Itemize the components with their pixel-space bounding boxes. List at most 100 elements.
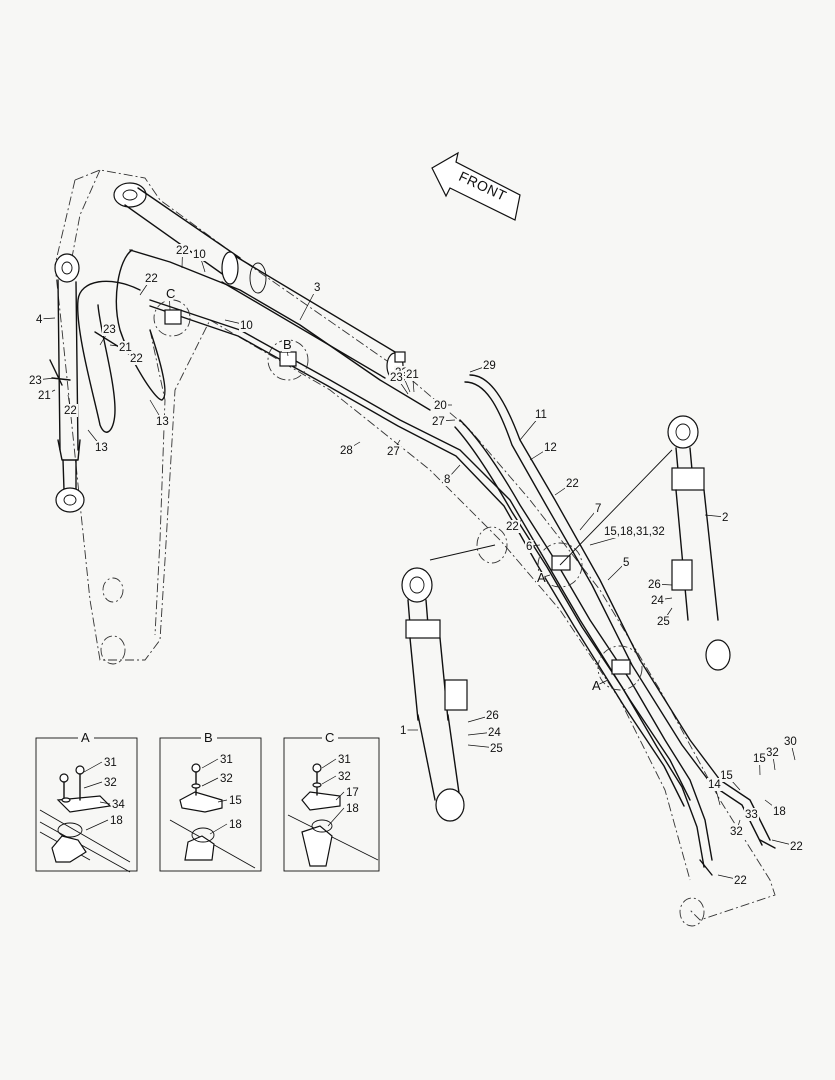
callout-bg [175,244,190,257]
callout-bg [37,389,52,402]
callout-22f: 22 [566,478,579,490]
hose-lines-main [454,374,776,876]
callout-32b: 32 [730,826,743,838]
callout-B: B [283,337,292,352]
callout-bg [656,615,671,628]
callout-C: C [166,286,175,301]
detail-part-label: 18 [110,815,123,827]
detail-leader [209,823,228,835]
callout-bg [594,502,603,515]
callout-7: 7 [595,503,601,515]
detail-part-label: 31 [338,754,351,766]
callout-21a: 21 [119,342,132,354]
callout-15b: 15 [720,770,733,782]
callout-20: 20 [434,400,447,412]
callout-bg [622,556,631,569]
callout-bg [783,735,798,748]
detail-part-label: 31 [104,757,117,769]
detail-part-label: 34 [112,799,125,811]
detail-leader [85,819,109,831]
callout-22i: 22 [734,875,747,887]
detail-leader [327,807,345,827]
callout-bg [63,404,78,417]
callout-28: 28 [340,445,353,457]
callout-bg [144,272,159,285]
callouts: 3413131010222222222222222222212121232323… [28,244,804,887]
callout-bg [772,805,787,818]
callout-bg [94,441,109,454]
detail-b-title: B [204,730,213,745]
bucket-cylinder-1 [401,544,496,822]
detail-leader [217,799,228,803]
detail-part-label: 31 [220,754,233,766]
callout-13b: 13 [156,416,169,428]
hose-lines-10 [129,249,691,807]
callout-3: 3 [314,282,320,294]
callout-bg [487,726,502,739]
callout-22b: 22 [145,273,158,285]
callout-22d: 22 [64,405,77,417]
callout-bg [129,352,144,365]
callout-bg [765,746,780,759]
callout-15a: 15 [753,753,766,765]
callout-bg [192,248,207,261]
detail-a-title: A [81,730,90,745]
callout-bg [239,319,254,332]
arm-cylinder-4 [49,253,85,513]
callout-bg [543,441,558,454]
callout-bg [118,341,133,354]
callout-A2: A [592,678,601,693]
callout-18a: 18 [773,806,786,818]
callout-bg [339,444,354,457]
callout-25a: 25 [657,616,670,628]
callout-4: 4 [36,314,43,326]
callout-bg [729,825,744,838]
callout-22g: 22 [506,521,519,533]
callout-26a: 26 [648,579,661,591]
detail-part-label: 18 [346,803,359,815]
detail-views: A B C 313 [35,730,380,873]
callout-bg [386,445,401,458]
clamp-circles [153,299,643,691]
callout-bg [489,742,504,755]
callout-30: 30 [784,736,797,748]
detail-c-drawing [287,763,379,867]
callout-10a: 10 [193,249,206,261]
detail-leader [321,758,337,769]
detail-c-title: C [325,730,334,745]
callout-21c: 21 [406,369,419,381]
callout-bg [733,874,748,887]
detail-part-label: 32 [338,771,351,783]
callout-bg [28,374,43,387]
callout-15-18-31-32: 15,18,31,32 [604,526,665,538]
callout-10b: 10 [240,320,253,332]
front-arrow: FRONT [431,151,521,221]
callout-bg [534,408,549,421]
callout-23a: 23 [103,324,116,336]
callout-5: 5 [623,557,629,569]
callout-22h: 22 [790,841,803,853]
detail-leader [201,777,219,787]
callout-bg [399,724,408,737]
callout-bg [647,578,662,591]
callout-bg [482,359,497,372]
detail-leader [83,781,103,789]
callout-23b: 23 [29,375,42,387]
callout-2: 2 [722,512,728,524]
callout-bg [591,680,600,693]
callout-32a: 32 [766,747,779,759]
callout-bg [431,415,446,428]
callout-bg [102,323,117,336]
callout-1: 1 [400,725,406,737]
callout-11: 11 [535,409,547,421]
callout-bg [405,368,420,381]
callout-27a: 27 [432,416,445,428]
callout-bg [165,288,174,301]
detail-leader [99,801,111,805]
detail-part-label: 32 [220,773,233,785]
callout-bg [485,709,500,722]
callout-12: 12 [544,442,557,454]
callout-14: 14 [708,779,721,791]
